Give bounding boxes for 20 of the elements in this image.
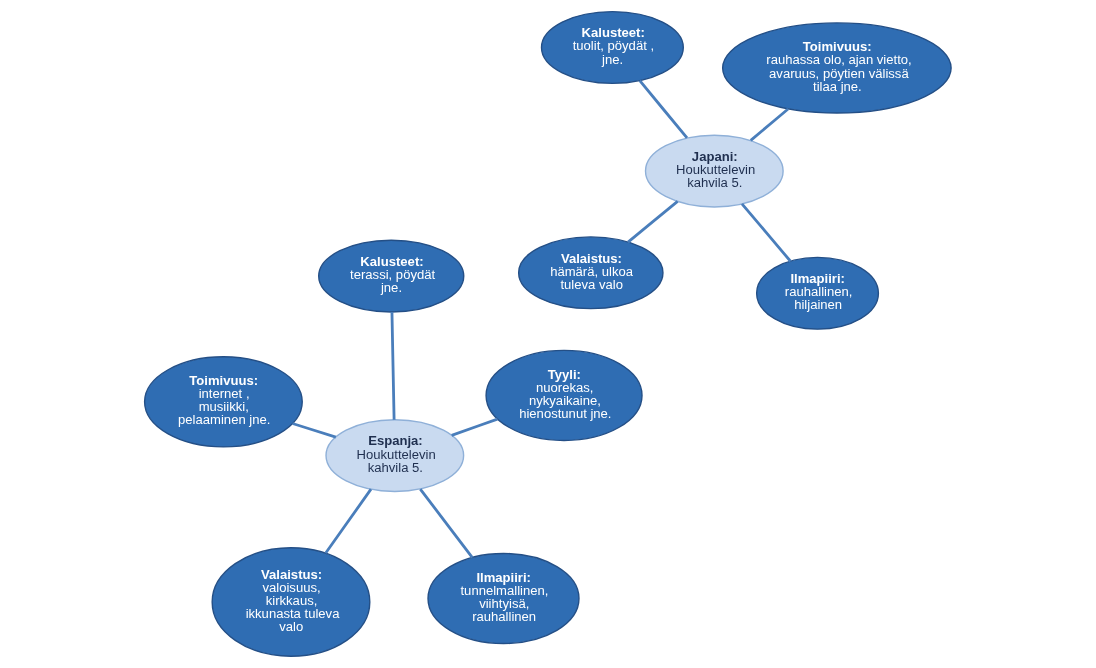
node-ellipse: Ilmapiiri: rauhallinen, hiljainen xyxy=(755,256,880,330)
node-ellipse: Toimivuus: internet , musiikki, pelaaminen jne. xyxy=(143,356,303,448)
node-ellipse: Toimivuus: rauhassa olo, ajan vietto, avaruus, pöytien välissä tilaa jne. xyxy=(721,22,952,114)
node-ellipse: Valaistus: hämärä, ulkoa tuleva valo xyxy=(517,236,664,310)
node-ellipse: Espanja: Houkuttelevin kahvila 5. xyxy=(325,419,465,493)
node-ellipse: Valaistus: valoisuus, kirkkaus, ikkunasta tuleva valo xyxy=(211,547,371,657)
connector xyxy=(627,200,679,244)
connector xyxy=(324,488,373,554)
node-ellipse: Ilmapiiri: tunnelmallinen, viihtyisä, rauhallinen xyxy=(427,552,580,645)
connector xyxy=(419,488,474,559)
node-ellipse: Kalusteet: terassi, pöydät jne. xyxy=(318,239,465,313)
connector xyxy=(638,79,689,139)
connector xyxy=(292,422,337,439)
node-ellipse: Kalusteet: tuolit, pöydät , jne. xyxy=(540,10,684,85)
connector xyxy=(749,107,789,142)
connector xyxy=(740,202,792,263)
node-ellipse: Tyyli: nuorekas, nykyaikaine, hienostunut jne. xyxy=(485,349,643,442)
connector xyxy=(390,311,396,420)
connector xyxy=(451,417,498,437)
node-ellipse: Japani: Houkuttelevin kahvila 5. xyxy=(644,134,784,208)
